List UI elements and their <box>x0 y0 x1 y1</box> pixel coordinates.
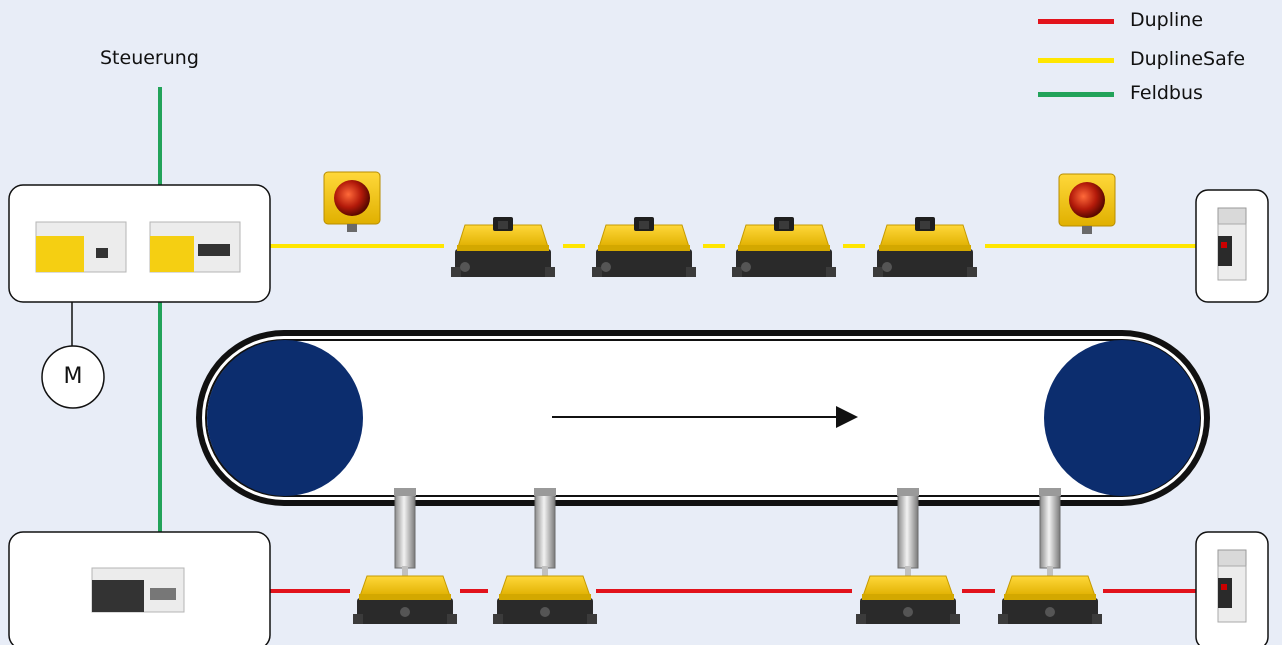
motor-icon <box>41 345 105 409</box>
safety-interlock-switch-icon <box>731 216 837 278</box>
din-rail-module-icon <box>91 567 185 613</box>
emergency-stop-button-icon <box>323 171 381 233</box>
cylindrical-sensor-icon <box>492 487 598 625</box>
arrow-right-icon <box>552 406 858 428</box>
power-supply-box-top <box>1195 189 1269 303</box>
legend-label-duplinesafe: DuplineSafe <box>1130 48 1246 70</box>
power-supply-box-bottom <box>1195 531 1269 645</box>
safety-interlock-switch-icon <box>872 216 978 278</box>
motor-label: M <box>63 364 83 389</box>
power-supply-icon <box>1217 549 1247 623</box>
legend-swatch-dupline <box>1038 19 1114 24</box>
legend-swatch-duplinesafe <box>1038 58 1114 63</box>
cylindrical-sensor-icon <box>997 487 1103 625</box>
controller-box-top <box>8 184 271 303</box>
steuerung-label: Steuerung <box>100 47 199 69</box>
legend-label-dupline: Dupline <box>1130 9 1204 31</box>
safety-interlock-switch-icon <box>591 216 697 278</box>
conveyor-roller-right <box>1044 340 1200 496</box>
conveyor-roller-left <box>207 340 363 496</box>
legend-swatch-feldbus <box>1038 92 1114 97</box>
din-rail-module-icon <box>35 221 241 273</box>
controller-box-bottom <box>8 531 271 645</box>
legend-label-feldbus: Feldbus <box>1130 82 1203 104</box>
cylindrical-sensor-icon <box>855 487 961 625</box>
emergency-stop-button-icon <box>1058 173 1116 235</box>
safety-interlock-switch-icon <box>450 216 556 278</box>
cylindrical-sensor-icon <box>352 487 458 625</box>
power-supply-icon <box>1217 207 1247 281</box>
